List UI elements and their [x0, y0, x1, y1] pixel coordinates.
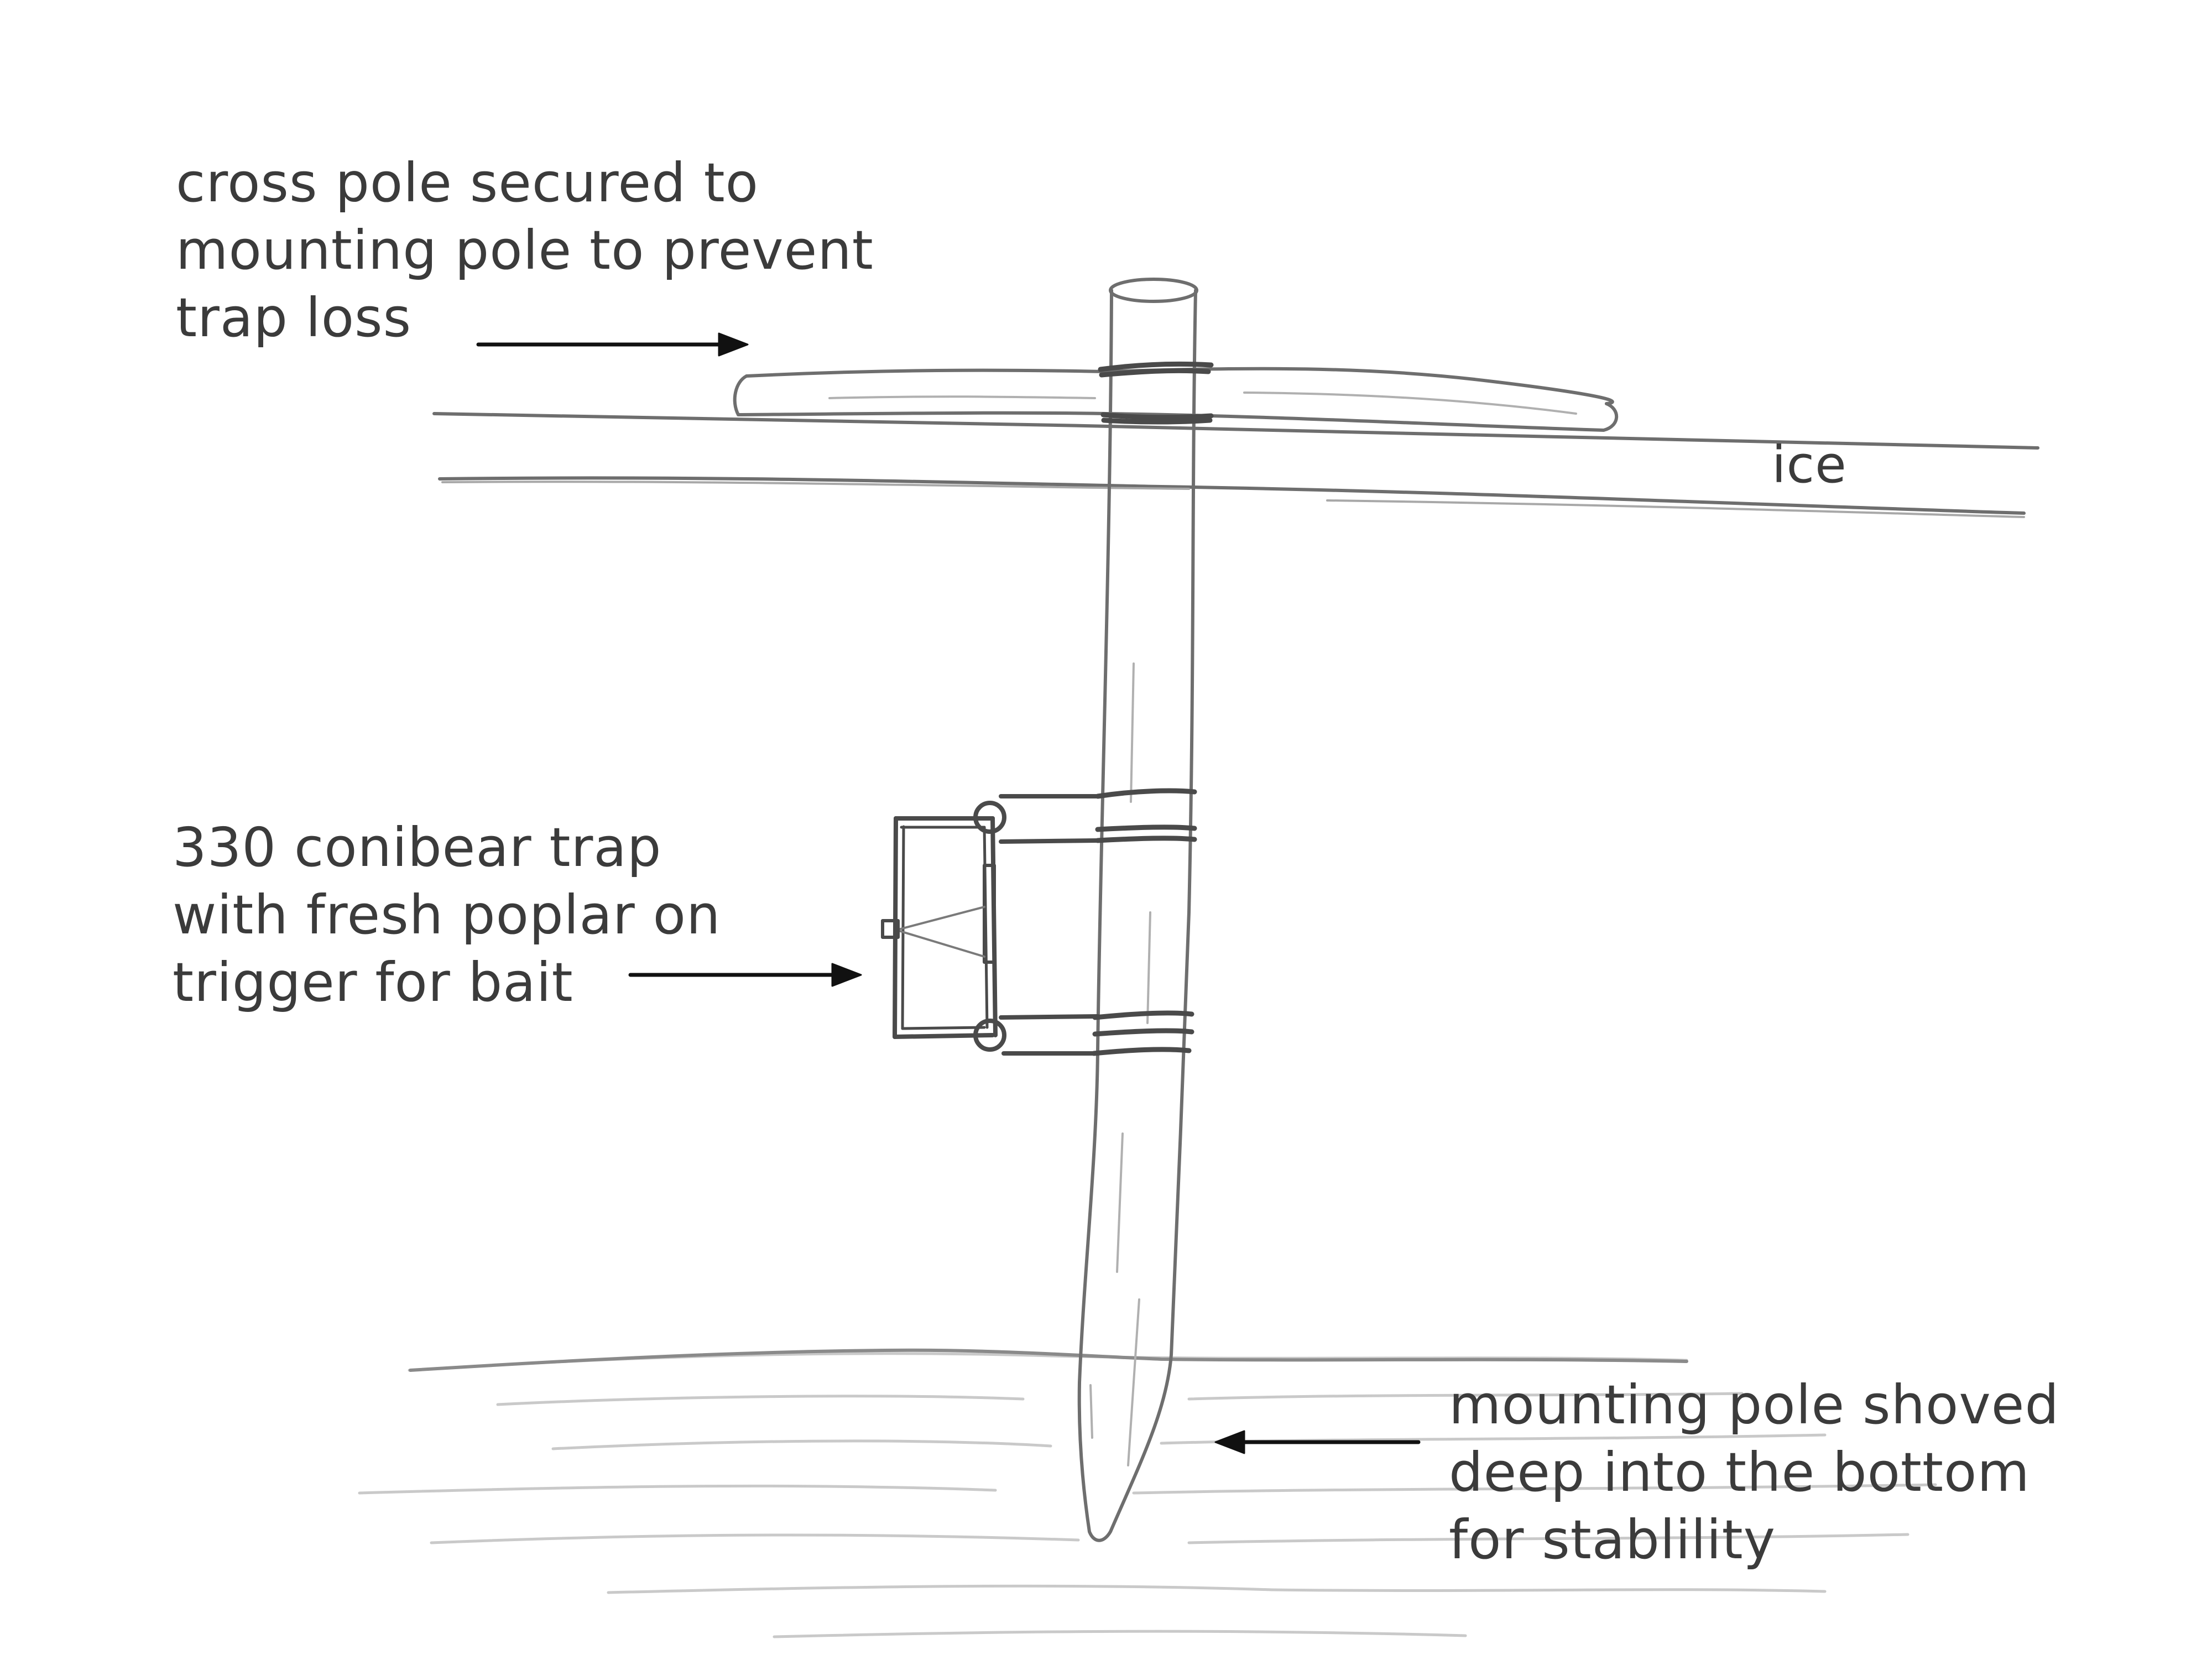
pole-top	[1109, 278, 1198, 303]
cross-pole-label: cross pole secured to mounting pole to p…	[176, 149, 874, 352]
mounting-pole-label-line: deep into the bottom	[1449, 1441, 2030, 1504]
cross-pole-label-line: cross pole secured to	[176, 152, 759, 214]
cross-pole-label-line: trap loss	[176, 286, 412, 349]
trap-label-line: with fresh poplar on	[173, 884, 721, 946]
ice-label: ice	[1772, 431, 1847, 499]
trap-lashing	[1091, 788, 1197, 1056]
ice-label-text: ice	[1772, 435, 1847, 494]
mounting-pole-label-line: mounting pole shoved	[1449, 1374, 2060, 1436]
ice-layer	[432, 412, 2039, 518]
trap-label: 330 conibear trap with fresh poplar on t…	[173, 814, 721, 1016]
trap-label-line: 330 conibear trap	[173, 816, 662, 879]
cross-pole-lashing	[1098, 361, 1214, 425]
cross-pole	[733, 367, 1619, 432]
conibear-trap	[881, 794, 1100, 1056]
lake-bottom-shading	[358, 1352, 1937, 1638]
cross-pole-label-line: mounting pole to prevent	[176, 219, 874, 281]
mounting-pole	[1077, 289, 1197, 1542]
trap-label-line: trigger for bait	[173, 951, 573, 1014]
mounting-pole-label-line: for stablility	[1449, 1508, 1776, 1571]
lake-bottom-line	[409, 1348, 1688, 1372]
mounting-pole-label: mounting pole shoved deep into the botto…	[1449, 1371, 2059, 1574]
arrows	[476, 332, 1421, 1454]
